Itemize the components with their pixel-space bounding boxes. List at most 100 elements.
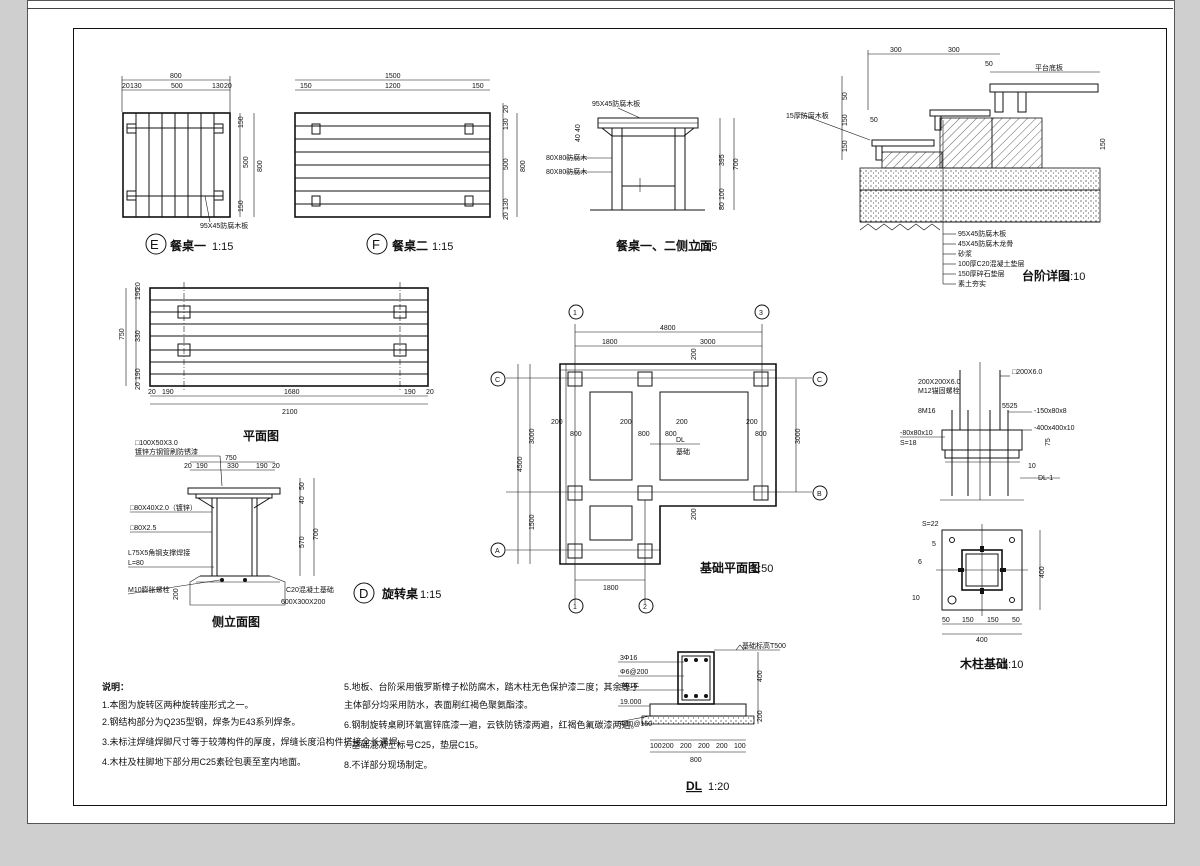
dim-e-r1: 150 bbox=[238, 116, 245, 128]
dim-e-r4: 800 bbox=[257, 160, 264, 172]
column-foundation: 200X200X6.0 M12锚固螺栓 8M16 -80x80x10 S=18 … bbox=[900, 362, 1075, 671]
step-dim-m4: 150 bbox=[842, 140, 849, 152]
scale-column-foot: 1:10 bbox=[1002, 659, 1023, 671]
scale-table-f: 1:15 bbox=[432, 241, 453, 253]
step-note-5: 150厚碎石垫层 bbox=[958, 269, 1005, 278]
dim-f-2: 1200 bbox=[385, 83, 401, 90]
se2-note-6: L=80 bbox=[128, 560, 144, 567]
note-7: 7.基础混凝土标号C25，垫层C15。 bbox=[344, 739, 484, 750]
cf-dim-b5: 400 bbox=[976, 637, 988, 644]
fnd-in-8: 800 bbox=[755, 431, 767, 438]
se2-dim-t6: 20 bbox=[272, 463, 280, 470]
side-dim-r2: 700 bbox=[733, 158, 740, 170]
cf-dim-b3: 150 bbox=[987, 617, 999, 624]
cf-note-16: 10 bbox=[912, 595, 920, 602]
se2-note-4: □80X2.5 bbox=[130, 525, 157, 532]
cf-note-5: S=18 bbox=[900, 440, 917, 447]
plan-dim-l3: 330 bbox=[135, 330, 142, 342]
step-note-3: 砂浆 bbox=[958, 249, 972, 258]
foundation-plan: 1 3 C C B A 1 2 4800 1800 3000 4500 3000… bbox=[490, 304, 828, 614]
notes-heading: 说明： bbox=[102, 681, 129, 692]
fnd-in-4: 200 bbox=[746, 419, 758, 426]
axis-top-1: 1 bbox=[573, 310, 577, 317]
se2-dim-t4: 330 bbox=[227, 463, 239, 470]
sheet-top-border bbox=[27, 0, 1173, 9]
step-dim-2: 300 bbox=[948, 47, 960, 54]
dim-f-r1: 20 bbox=[503, 105, 510, 113]
se2-dim-r4: 700 bbox=[313, 528, 320, 540]
cf-note-10: 75 bbox=[1045, 438, 1052, 446]
se2-note-2: 镀锌方钢管刷防锈漆 bbox=[135, 447, 198, 456]
cf-note-12: DL-1 bbox=[1038, 475, 1053, 482]
se2-dim-r5: 200 bbox=[173, 588, 180, 600]
label-d: D bbox=[359, 586, 368, 601]
step-note-platform: 平台底板 bbox=[1035, 63, 1063, 72]
dim-f-1: 150 bbox=[300, 83, 312, 90]
note-4: 4.木柱及柱脚地下部分用C25素砼包裹至室内地面。 bbox=[102, 756, 306, 767]
table-e-plan: 800 20 130 500 130 20 150 500 150 800 95… bbox=[121, 73, 264, 255]
cf-note-9: -400x400x10 bbox=[1034, 425, 1075, 432]
cf-note-4: -80x80x10 bbox=[900, 430, 933, 437]
fnd-dim-l3: 1500 bbox=[529, 514, 536, 530]
step-note-4: 100厚C20混凝土垫层 bbox=[958, 259, 1025, 268]
dim-e-4: 130 bbox=[212, 83, 224, 90]
dim-e-3: 500 bbox=[171, 83, 183, 90]
se2-note-5: L75X5角钢支撑焊接 bbox=[128, 548, 190, 557]
title-table-f: 餐桌二 bbox=[392, 238, 428, 253]
dl-dim-b7: 800 bbox=[690, 757, 702, 764]
dl-note-3: 3Φ16 bbox=[620, 683, 637, 690]
fnd-in-9: 200 bbox=[691, 348, 698, 360]
axis-top-3: 3 bbox=[759, 310, 763, 317]
axis-left-c: C bbox=[495, 377, 500, 384]
title-side-elev: 餐桌一、二侧立面 bbox=[616, 238, 712, 253]
se2-note-1: □100X50X3.0 bbox=[135, 440, 178, 447]
dl-note-5: Φ10@150 bbox=[620, 721, 652, 728]
step-dim-m5: 150 bbox=[1100, 138, 1107, 150]
cf-dim-r1: 400 bbox=[1039, 566, 1046, 578]
note-6: 6.钢制旋转桌刷环氧富锌底漆一遍，云铁防锈漆两遍，红褐色氟碳漆两遍。 bbox=[344, 719, 640, 730]
fnd-dim-b1: 1800 bbox=[603, 585, 619, 592]
cf-dim-b1: 50 bbox=[942, 617, 950, 624]
se2-dim-t1: 750 bbox=[225, 455, 237, 462]
scale-step: 1:10 bbox=[1064, 271, 1085, 283]
dim-f-total: 1500 bbox=[385, 73, 401, 80]
dl-dim-b6: 100 bbox=[734, 743, 746, 750]
se2-dim-r2: 40 bbox=[299, 496, 306, 504]
step-dim-m3: 50 bbox=[870, 117, 878, 124]
se2-dim-r1: 50 bbox=[299, 482, 306, 490]
step-dim-3: 50 bbox=[985, 61, 993, 68]
se2-dim-r3: 570 bbox=[299, 536, 306, 548]
bench-side-elevation: □100X50X3.0 镀锌方钢管刷防锈漆 750 20 190 330 190… bbox=[127, 440, 441, 629]
title-column-foot: 木柱基础 bbox=[959, 656, 1008, 671]
dl-dim-r1: 400 bbox=[757, 670, 764, 682]
cf-note-7: 5525 bbox=[1002, 403, 1018, 410]
dim-e-5: 20 bbox=[224, 83, 232, 90]
dl-note-2: Φ6@200 bbox=[620, 669, 648, 676]
drawing-frame bbox=[73, 28, 1167, 806]
side-dim-r1: 395 bbox=[719, 154, 726, 166]
title-step: 台阶详图 bbox=[1022, 268, 1070, 283]
label-d-circle bbox=[353, 582, 375, 604]
fnd-in-3: 200 bbox=[676, 419, 688, 426]
step-dim-m2: 150 bbox=[842, 114, 849, 126]
fnd-in-5: 800 bbox=[570, 431, 582, 438]
scale-side-elev: 1:15 bbox=[696, 241, 717, 253]
fnd-in-1: 200 bbox=[551, 419, 563, 426]
axis-left-a: A bbox=[495, 548, 500, 555]
dim-e-r3: 150 bbox=[238, 200, 245, 212]
fnd-dim-l1: 4500 bbox=[517, 456, 524, 472]
scale-table-e: 1:15 bbox=[212, 241, 233, 253]
dl-note-6: 基础标高T500 bbox=[742, 641, 786, 650]
dl-section: 3Φ16 Φ6@200 3Φ16 19.000 Φ10@150 基础标高T500… bbox=[617, 641, 786, 793]
dim-f-3: 150 bbox=[472, 83, 484, 90]
dl-dim-b4: 200 bbox=[698, 743, 710, 750]
dim-f-r6: 800 bbox=[520, 160, 527, 172]
fnd-in-6: 800 bbox=[638, 431, 650, 438]
dim-f-r5: 20 bbox=[503, 212, 510, 220]
cf-note-14: 5 bbox=[932, 541, 936, 548]
general-notes: 说明： 1.本图为旋转区两种旋转座形式之一。 2.钢结构部分为Q235型钢，焊条… bbox=[102, 681, 640, 770]
step-dim-m1: 50 bbox=[842, 92, 849, 100]
cf-note-1: 200X200X6.0 bbox=[918, 379, 961, 386]
title-plan-view: 平面图 bbox=[243, 429, 279, 443]
plan-dim-l1: 750 bbox=[119, 328, 126, 340]
